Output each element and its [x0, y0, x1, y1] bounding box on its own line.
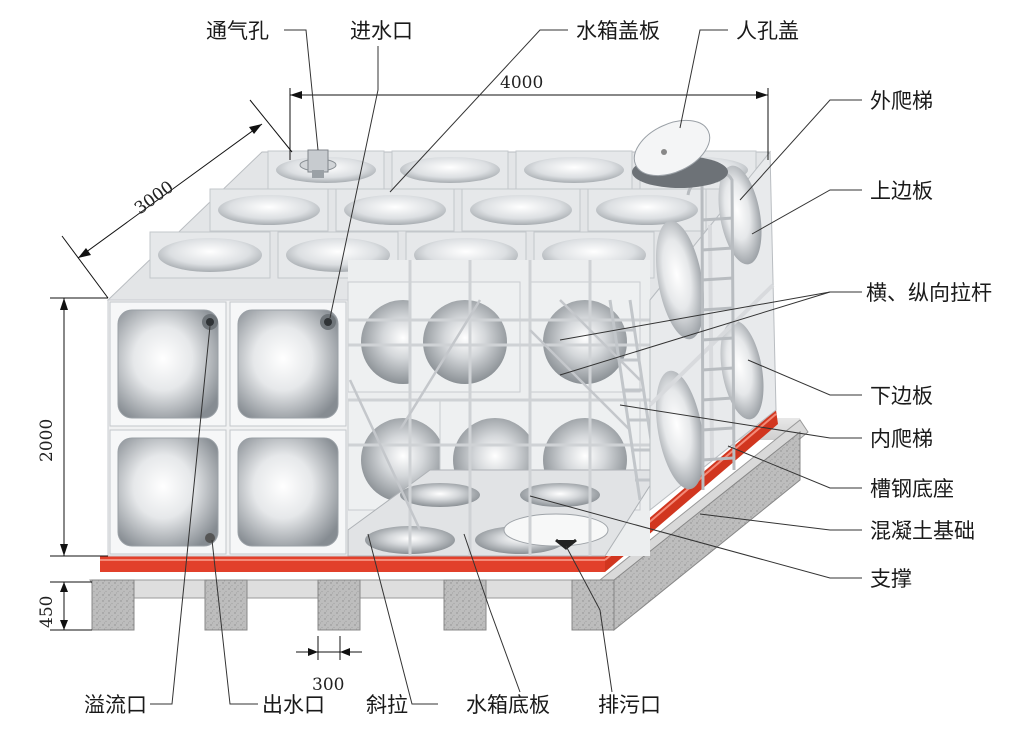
- label-drain: 排污口: [598, 693, 661, 717]
- label-inner-ladder: 内爬梯: [870, 427, 933, 451]
- dim-spacing: 300: [312, 675, 344, 695]
- dim-length: 4000: [500, 73, 543, 93]
- label-lower-plate: 下边板: [870, 384, 933, 408]
- inlet-fitting: [320, 314, 336, 330]
- dimension-lines: [50, 88, 769, 660]
- label-tie-rods: 横、纵向拉杆: [866, 281, 992, 305]
- label-inlet: 进水口: [350, 19, 413, 43]
- front-face: [107, 299, 349, 557]
- cover-panel: [149, 231, 271, 279]
- leader-lines: [150, 29, 862, 705]
- vent-pipe: [299, 149, 337, 178]
- cover-panel: [391, 150, 509, 190]
- label-outlet: 出水口: [262, 693, 325, 717]
- cover-panel: [209, 188, 329, 232]
- interior-panel: [409, 281, 521, 393]
- front-panel: [229, 429, 347, 555]
- front-panel: [109, 429, 227, 555]
- dim-base: 450: [37, 596, 57, 628]
- label-vent: 通气孔: [206, 19, 269, 43]
- cover-panel: [335, 188, 455, 232]
- label-bottom-plate: 水箱底板: [466, 693, 550, 717]
- dim-height: 2000: [37, 419, 57, 462]
- label-overflow: 溢流口: [84, 693, 147, 717]
- label-cover: 水箱盖板: [576, 19, 660, 43]
- cover-panel: [461, 188, 581, 232]
- label-manhole: 人孔盖: [736, 19, 799, 43]
- cover-panel: [515, 150, 633, 190]
- right-side-face: [648, 150, 777, 512]
- label-upper-plate: 上边板: [870, 179, 933, 203]
- concrete-foundation: [89, 418, 809, 632]
- overflow-fitting: [202, 314, 218, 330]
- label-diagonal: 斜拉: [366, 693, 408, 717]
- cover-panel: [587, 188, 707, 232]
- interior-panel: [529, 281, 641, 393]
- cover-panel: [277, 231, 399, 279]
- label-support: 支撑: [870, 567, 912, 591]
- tie-rods: [348, 260, 650, 556]
- bottom-plates: [347, 469, 661, 557]
- drain-fitting: [555, 538, 577, 550]
- diagonal-braces: [348, 299, 641, 531]
- label-channel-base: 槽钢底座: [870, 477, 954, 501]
- outlet-fitting: [205, 533, 215, 543]
- interior-cutaway: [347, 260, 662, 557]
- concrete-block: [91, 430, 801, 632]
- label-concrete: 混凝土基础: [870, 519, 975, 543]
- dim-width: 3000: [131, 177, 178, 219]
- label-outer-ladder: 外爬梯: [870, 89, 933, 113]
- labels: 通气孔 进水口 水箱盖板 人孔盖 外爬梯 上边板 横、纵向拉杆 下边板 内爬梯 …: [84, 19, 992, 717]
- manhole-cover: [632, 119, 728, 188]
